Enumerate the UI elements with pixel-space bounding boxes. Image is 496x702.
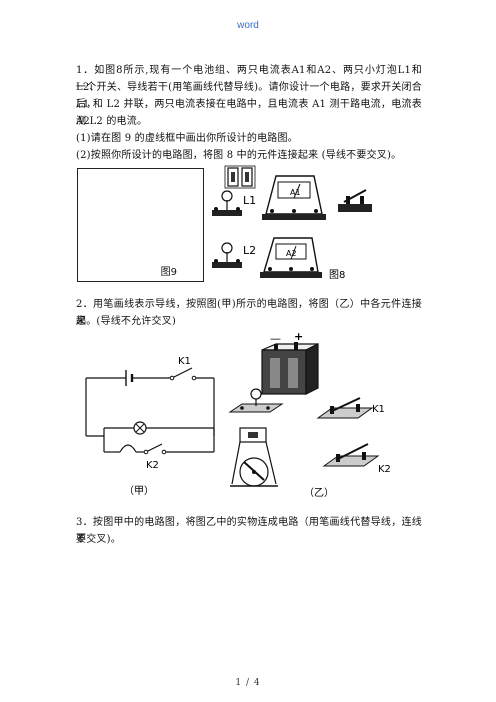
figure-jia-circuit: K1 K2 （甲） <box>85 356 215 497</box>
q3-line-1: 3．按图甲中的电路图，将图乙中的实物连成电路（用笔画线代替导线，连线不 <box>76 517 422 545</box>
battery-pack-icon <box>224 165 256 189</box>
q3-line-2: 要交叉)。 <box>76 534 121 545</box>
battery-minus-sign: — <box>270 332 281 345</box>
switch-k2-icon <box>322 443 380 467</box>
figure-yi-label: （乙） <box>304 487 334 499</box>
battery-plus-sign: + <box>294 330 303 343</box>
page-header: word <box>237 20 259 31</box>
switch-k1-icon <box>316 397 374 419</box>
k1-right-label: K1 <box>372 404 385 415</box>
ammeter-a2-icon <box>260 237 322 278</box>
l2-label: L2 <box>243 244 256 257</box>
q1-line-2: 一个开关、导线若干(用笔画线代替导线)。请你设计一个电路，要求开关闭合后， <box>76 82 422 110</box>
figure-jia-label: （甲） <box>124 485 154 497</box>
k2-right-label: K2 <box>378 464 391 475</box>
figure-9-box: 图9 <box>77 168 204 282</box>
k1-label: K1 <box>178 356 191 367</box>
q2-line-1: 2．用笔画线表示导线，按照图(甲)所示的电路图，将图（乙）中各元件连接起 <box>76 299 422 327</box>
lamp-board-icon <box>228 388 284 413</box>
switch-icon <box>338 189 372 212</box>
q1-line-4: 测 L2 的电流。 <box>76 116 148 127</box>
l1-label: L1 <box>243 194 256 207</box>
motor-icon <box>230 427 278 487</box>
q2-line-2: 来。(导线不允许交叉) <box>76 316 177 327</box>
q1-line-5: (1)请在图 9 的虚线框中画出你所设计的电路图。 <box>76 133 298 144</box>
page-number: 1 / 4 <box>235 678 261 688</box>
lamp-l1-icon <box>212 190 242 216</box>
q1-line-6: (2)按照你所设计的电路图，将图 8 中的元件连接起来 (导线不要交叉)。 <box>76 150 402 161</box>
switch-k2-blade <box>147 443 163 452</box>
q1-line-1: 1．如图8所示,现有一个电池组、两只电流表A1和A2、两只小灯泡L1和L2、 <box>76 65 422 93</box>
lamp-l2-icon <box>212 242 242 268</box>
q1-line-3: L1 和 L2 并联，两只电流表接在电路中，且电流表 A1 测干路电流，电流表 … <box>76 99 422 127</box>
k2-label: K2 <box>146 460 159 471</box>
switch-k1-blade <box>173 367 193 378</box>
battery-box-icon: — + <box>261 330 319 395</box>
a2-label: A2 <box>286 249 297 258</box>
figure-9-label: 图9 <box>160 267 177 278</box>
a1-label: A1 <box>290 188 301 197</box>
ammeter-a1-icon <box>262 175 326 220</box>
figure-8-label: 图8 <box>329 269 345 281</box>
figure-yi-components: — + K1 K2 （ <box>228 330 391 499</box>
figure-8-components: L1 A1 L2 A2 图8 <box>212 165 372 281</box>
